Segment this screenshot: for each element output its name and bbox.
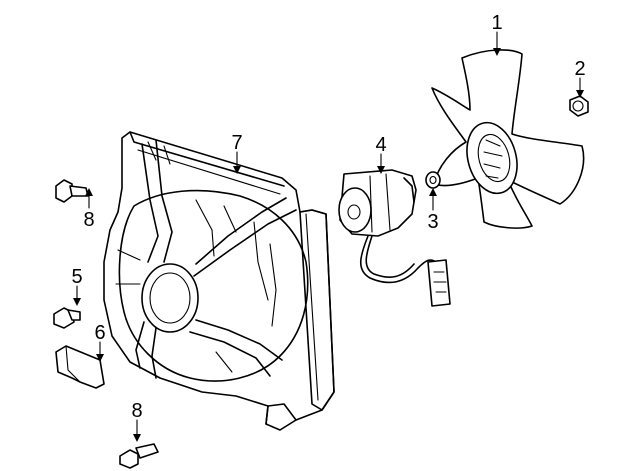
- callout-7: 7: [231, 132, 242, 154]
- callout-8-lower: 8: [131, 400, 142, 422]
- blade-nut[interactable]: [569, 95, 589, 117]
- callout-1: 1: [491, 12, 502, 34]
- bolt[interactable]: [53, 307, 81, 329]
- mounting-bolt-upper[interactable]: [55, 179, 89, 203]
- fan-shroud[interactable]: [103, 131, 335, 431]
- callout-2: 2: [574, 58, 585, 80]
- callout-3: 3: [427, 211, 438, 233]
- mounting-bolt-lower[interactable]: [119, 443, 159, 469]
- callout-5: 5: [71, 266, 82, 288]
- callout-4: 4: [375, 134, 386, 156]
- callout-8-upper: 8: [83, 209, 94, 231]
- clip[interactable]: [55, 345, 105, 389]
- fan-motor[interactable]: [338, 169, 451, 307]
- fan-blade[interactable]: [431, 49, 585, 229]
- motor-nut[interactable]: [425, 171, 441, 189]
- callout-6: 6: [94, 322, 105, 344]
